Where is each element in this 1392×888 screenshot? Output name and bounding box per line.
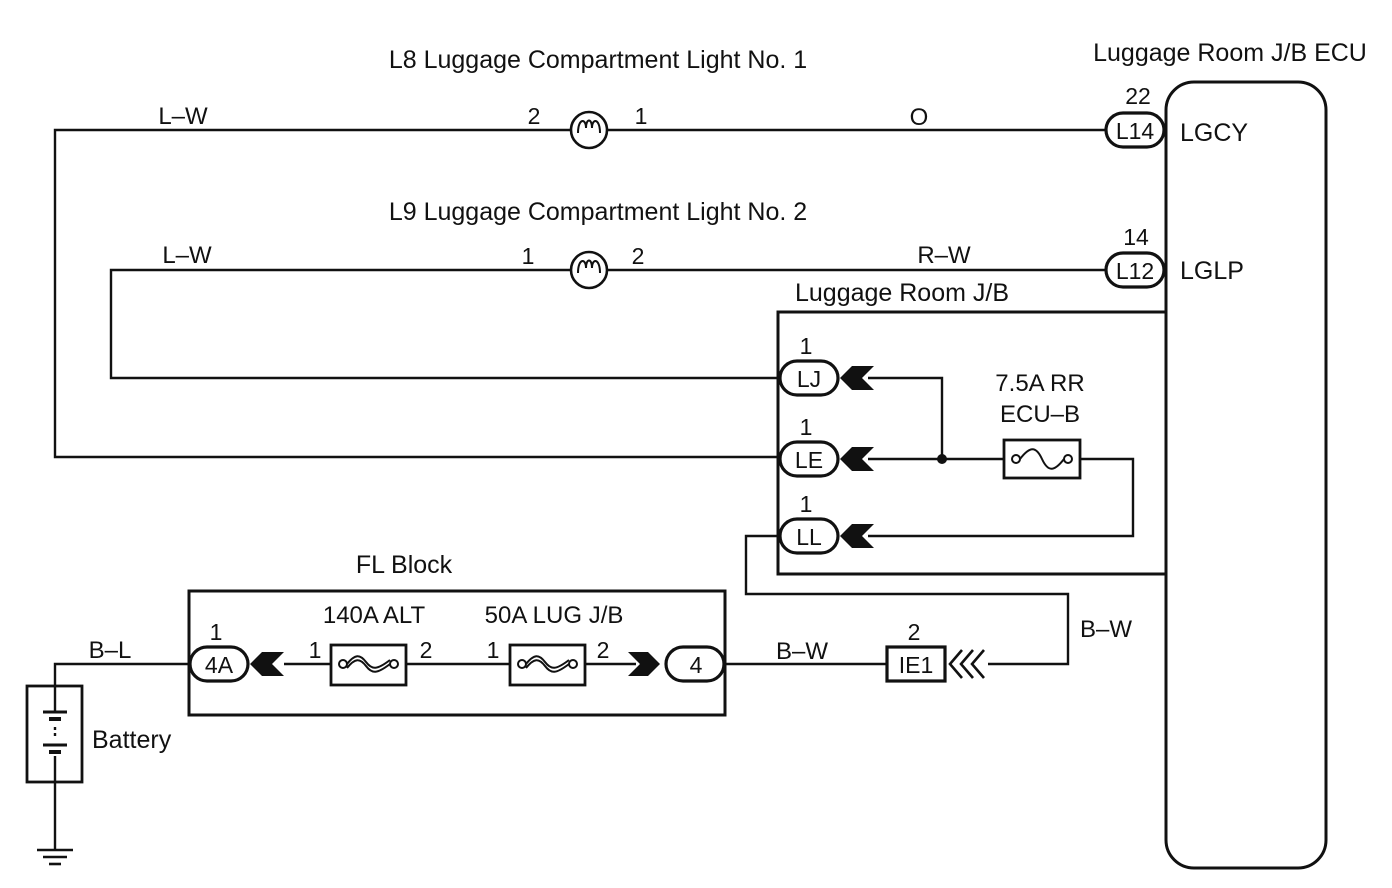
connector-4a-pin: 1: [210, 619, 223, 645]
connector-l14-pin: 22: [1125, 83, 1151, 109]
connector-ll-pin: 1: [800, 491, 813, 517]
connector-l12-pin: 14: [1123, 224, 1149, 250]
wire-label-l9-rw: R–W: [917, 242, 971, 269]
l8-title: L8 Luggage Compartment Light No. 1: [389, 46, 807, 74]
jb-box: [776, 310, 1166, 576]
connector-le-label: LE: [795, 447, 823, 473]
connector-4-label: 4: [690, 652, 703, 678]
connector-4a: [188, 645, 250, 683]
wire-l8-lw: [53, 128, 780, 459]
bulb-l9-icon: [569, 250, 609, 290]
ecu-box: [1164, 80, 1328, 870]
connector-l12: [1104, 251, 1166, 289]
wire-label-fl-bw: B–W: [776, 638, 828, 665]
fusible-link-alt-icon: [329, 643, 408, 687]
wire-jb-fuse-ll: [868, 457, 1135, 538]
fuse-lug-pin-left: 1: [487, 637, 500, 663]
fuse-rr-ecu-label-2: ECU–B: [1000, 401, 1080, 428]
ecu-signal-lgcy: LGCY: [1180, 119, 1248, 147]
l9-pin-right: 2: [632, 243, 645, 269]
fuse-lug-label: 50A LUG J/B: [485, 602, 624, 629]
jb-title: Luggage Room J/B: [795, 279, 1009, 307]
connector-lj-pin: 1: [800, 333, 813, 359]
connector-lj: [778, 359, 840, 397]
fuse-rr-ecu-icon: [1002, 438, 1082, 480]
connector-l14-label: L14: [1116, 118, 1155, 144]
connector-4-terminal-icon: [628, 652, 660, 676]
wire-label-l9-lw: L–W: [162, 242, 212, 269]
connector-le-pin: 1: [800, 414, 813, 440]
fuse-alt-pin-left: 1: [309, 637, 322, 663]
wire-ll-ie1: [744, 534, 1070, 666]
connector-ll-label: LL: [796, 524, 822, 550]
connector-4a-terminal-icon: [250, 652, 284, 676]
fl-block-title: FL Block: [356, 551, 453, 579]
wire-label-ie1-bw: B–W: [1080, 616, 1132, 643]
bulb-l8-icon: [569, 110, 609, 150]
connector-ie1-pin: 2: [908, 619, 921, 645]
wire-label-battery-bl: B–L: [89, 637, 132, 664]
connector-l14: [1104, 111, 1166, 149]
connector-lj-terminal-icon: [840, 366, 874, 390]
connector-4: [664, 645, 726, 683]
connector-ll-terminal-icon: [840, 524, 874, 548]
connector-l12-label: L12: [1116, 258, 1154, 284]
connector-le-terminal-icon: [840, 447, 874, 471]
connector-ie1-label: IE1: [899, 652, 934, 678]
ecu-signal-lglp: LGLP: [1180, 257, 1244, 285]
battery-label: Battery: [92, 726, 172, 754]
connector-ll: [778, 517, 840, 555]
fusible-link-lug-icon: [508, 643, 587, 687]
connector-lj-label: LJ: [797, 366, 821, 392]
fuse-alt-label: 140A ALT: [323, 602, 426, 629]
wire-label-l8-o: O: [910, 104, 929, 131]
battery-icon: [25, 684, 84, 784]
junction-dot: [937, 454, 947, 464]
wire-battery-bl: [53, 662, 190, 686]
connector-ie1-terminal-icon: [948, 649, 985, 679]
l9-title: L9 Luggage Compartment Light No. 2: [389, 198, 807, 226]
fuse-lug-pin-right: 2: [597, 637, 610, 663]
connector-4a-label: 4A: [205, 652, 234, 678]
ground-icon: [37, 848, 73, 866]
connector-le: [778, 440, 840, 478]
l8-pin-left: 2: [528, 103, 541, 129]
wire-l9-lw: [109, 268, 780, 380]
connector-ie1: [885, 645, 947, 683]
wire-jb-lj-branch: [868, 376, 944, 459]
fuse-alt-pin-right: 2: [420, 637, 433, 663]
fl-block-box: [187, 589, 727, 717]
fuse-rr-ecu-label-1: 7.5A RR: [995, 370, 1084, 397]
ecu-title: Luggage Room J/B ECU: [1093, 39, 1367, 67]
l9-pin-left: 1: [522, 243, 535, 269]
l8-pin-right: 1: [635, 103, 648, 129]
wire-label-l8-lw: L–W: [158, 103, 208, 130]
